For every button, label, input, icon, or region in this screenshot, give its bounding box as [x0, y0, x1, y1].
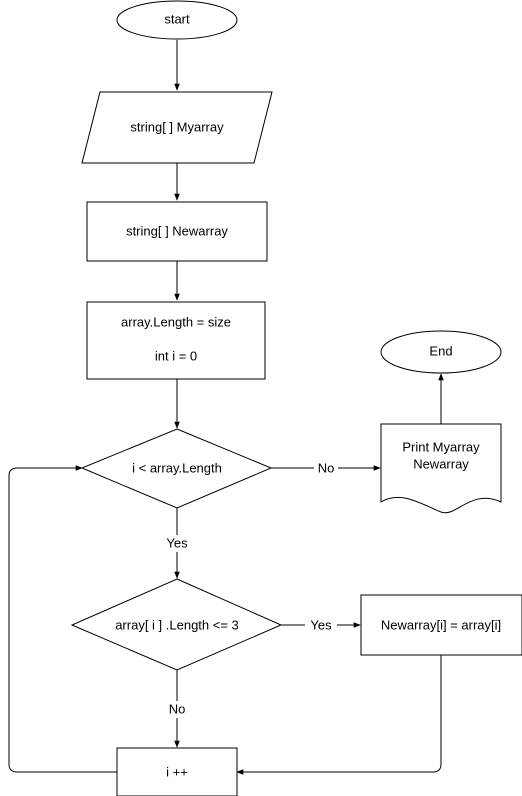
start-label: start: [164, 11, 190, 26]
end-label: End: [429, 343, 452, 358]
start-terminal: start: [116, 0, 238, 40]
init-line2-label: int i = 0: [155, 348, 197, 363]
length-condition-node: array[ i ] .Length <= 3: [70, 578, 283, 671]
loop-condition-node: i < array.Length: [80, 428, 273, 509]
increment-label: i ++: [166, 764, 188, 779]
increment-node: i ++: [116, 747, 238, 796]
edge-assign-to-increment: [236, 655, 442, 775]
init-line1-label: array.Length = size: [121, 314, 231, 329]
edge-increment-to-loop: [8, 465, 117, 773]
loop-condition-label: i < array.Length: [132, 460, 222, 475]
edge-label-length-no: No: [169, 701, 186, 716]
edge-label-loop-yes: Yes: [166, 535, 188, 550]
edge-label-length-yes: Yes: [310, 617, 332, 632]
assign-node: Newarray[i] = array[i]: [360, 594, 522, 656]
input-myarray-node: string[ ] Myarray: [81, 91, 273, 164]
print-line1-label: Print Myarray: [402, 439, 480, 454]
print-line2-label: Newarray: [413, 456, 469, 471]
length-condition-label: array[ i ] .Length <= 3: [115, 617, 239, 632]
print-document-node: Print Myarray Newarray: [380, 423, 502, 514]
edge-label-loop-no: No: [318, 460, 335, 475]
assign-label: Newarray[i] = array[i]: [381, 617, 501, 632]
init-node: array.Length = size int i = 0: [86, 301, 266, 380]
decl-newarray-node: string[ ] Newarray: [86, 201, 268, 262]
input-myarray-label: string[ ] Myarray: [130, 119, 224, 134]
end-terminal: End: [380, 330, 502, 374]
decl-newarray-label: string[ ] Newarray: [126, 223, 228, 238]
